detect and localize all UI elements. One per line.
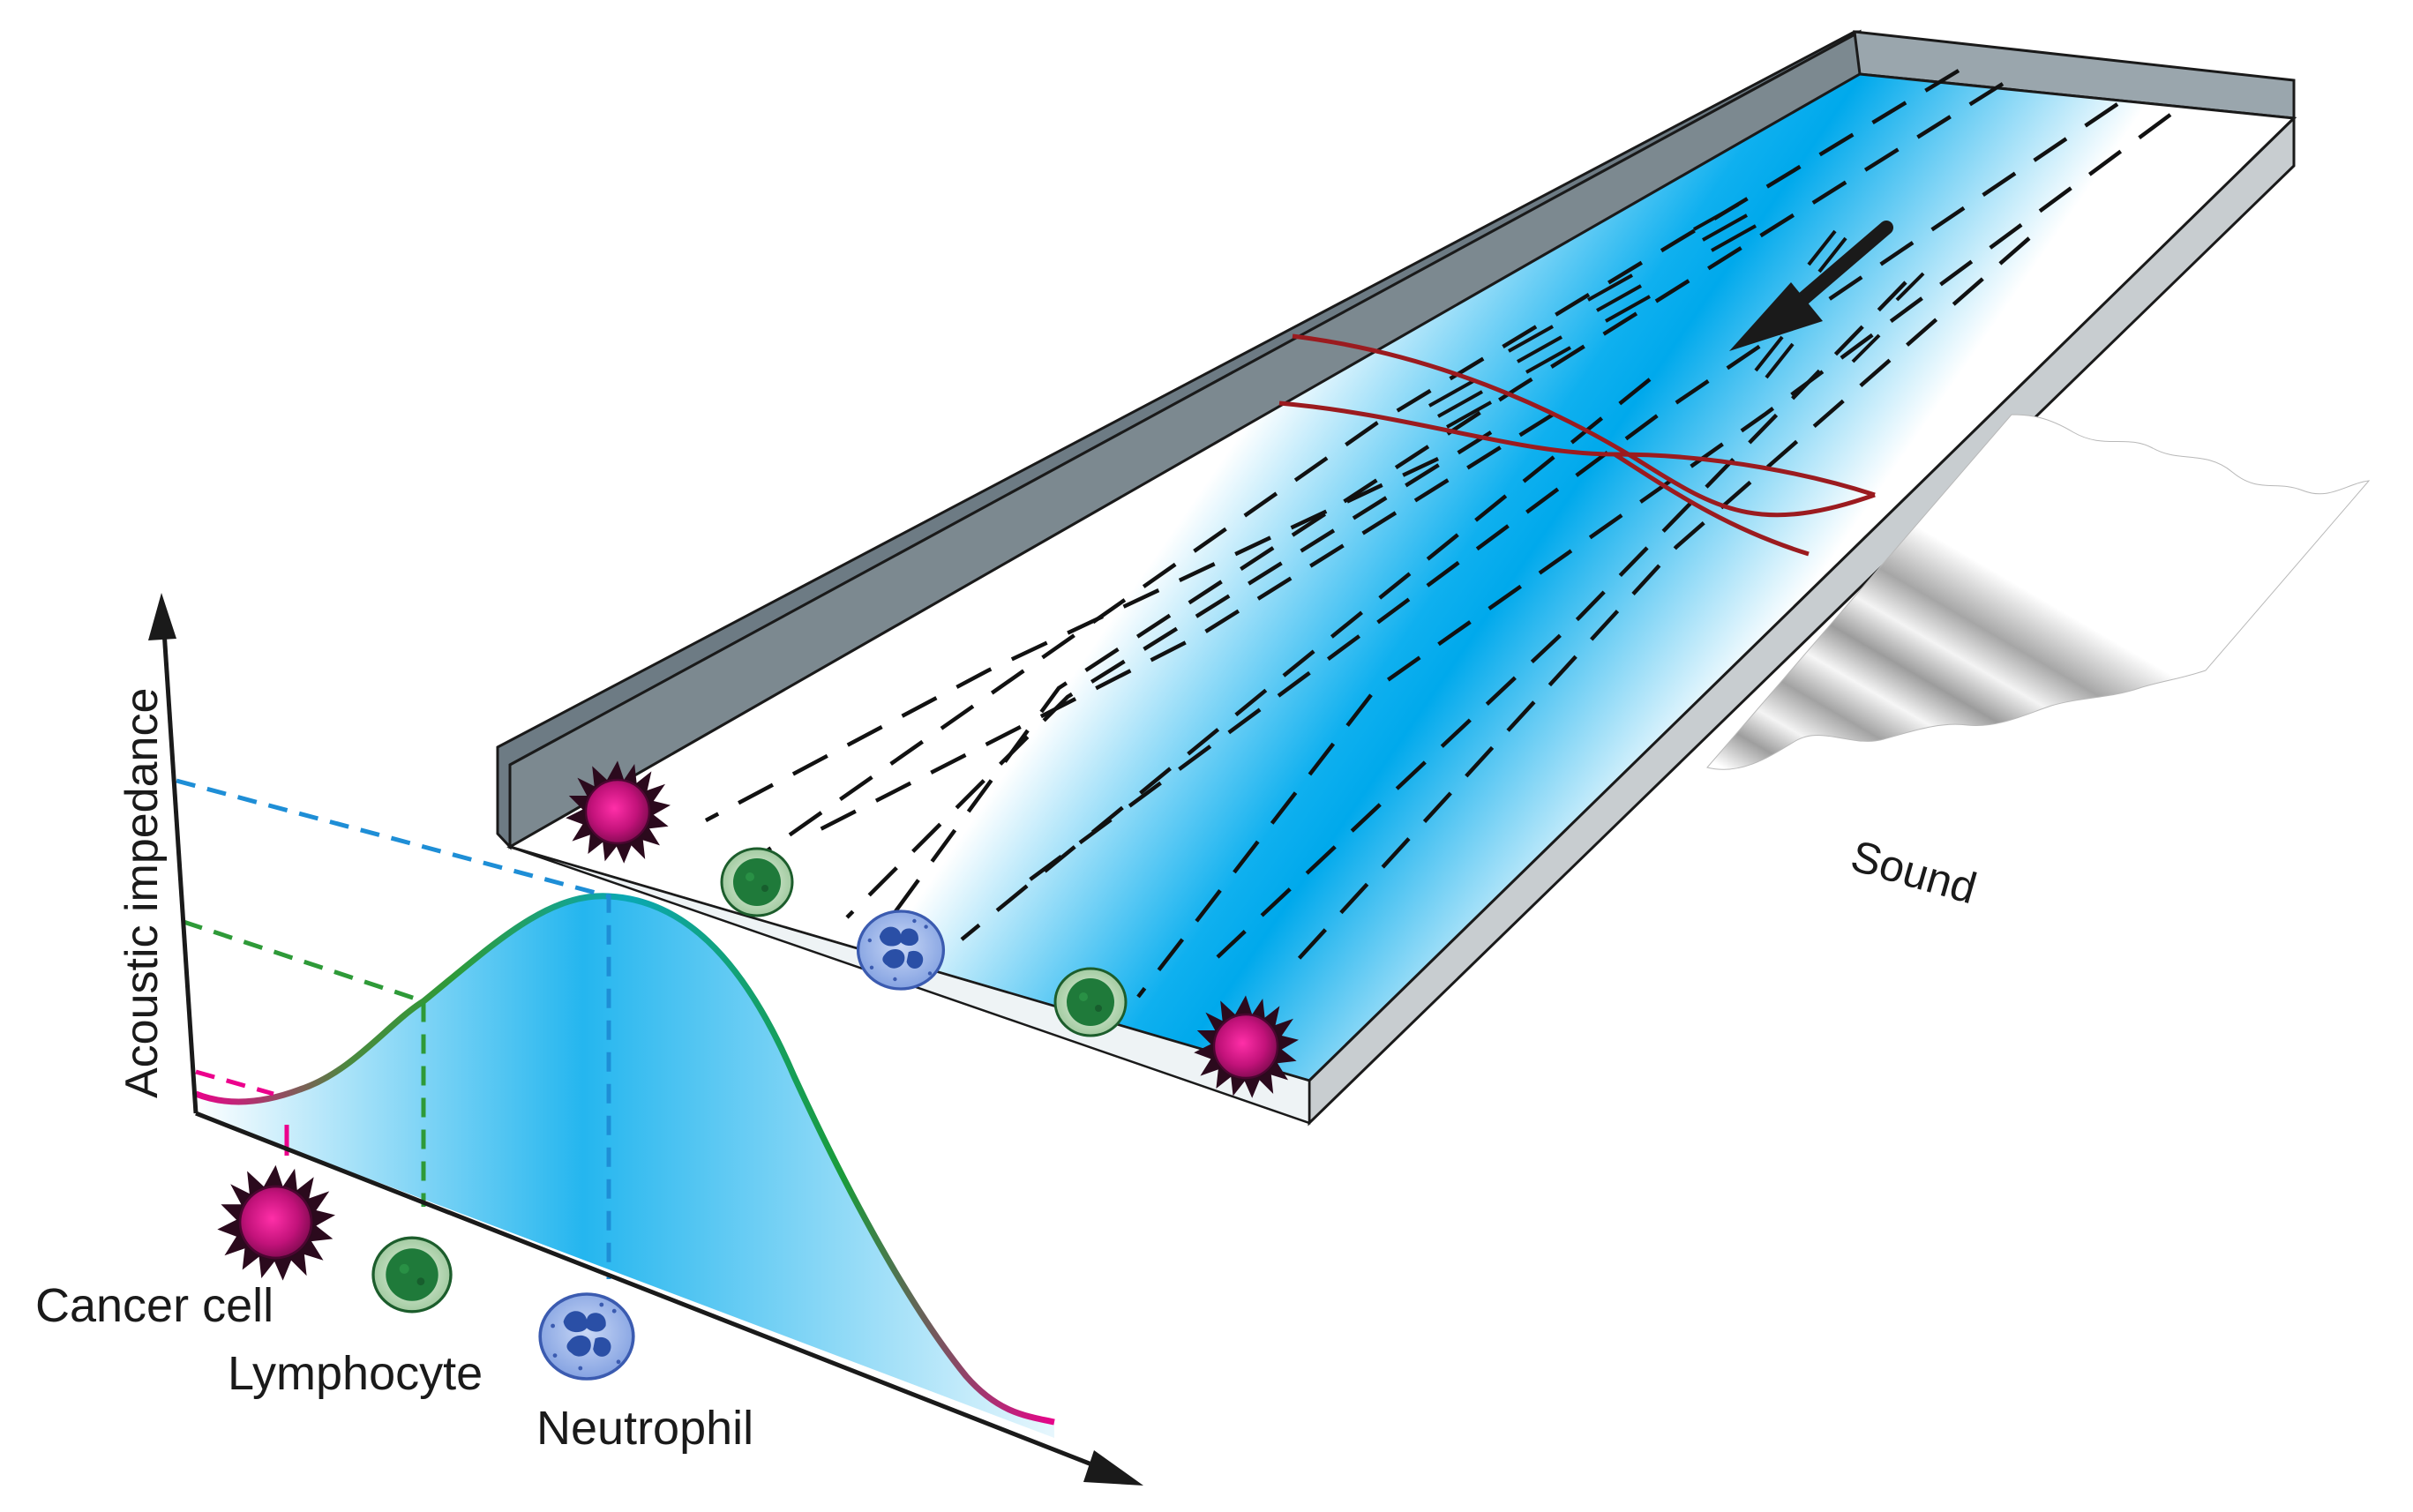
impedance-curve	[194, 893, 1055, 1426]
spiky-cell-icon	[216, 1164, 337, 1283]
cancer-level-line	[195, 1069, 274, 1097]
round-cell-icon	[371, 1236, 453, 1314]
lobed-nucleus-cell-icon	[856, 909, 946, 991]
streamlines	[704, 69, 2172, 999]
y-axis-arrow	[148, 593, 176, 640]
lymphocyte-label: Lymphocyte	[228, 1347, 483, 1400]
neutrophil-level-line	[176, 778, 611, 1279]
lymphocyte-level-line	[183, 919, 426, 1207]
x-axis-arrow	[1083, 1450, 1143, 1486]
acoustic-standing-wave	[1278, 333, 1876, 557]
wave-surface-icon	[1706, 414, 2371, 770]
impedance-plot: Acoustic impedance Cancer cell Lymphocyt…	[35, 593, 1143, 1486]
y-axis-label: Acoustic impedance	[116, 688, 168, 1098]
microfluidic-channel	[496, 29, 2297, 1127]
cancer-cell-label: Cancer cell	[35, 1279, 274, 1332]
neutrophil-label: Neutrophil	[536, 1402, 753, 1455]
round-cell-icon	[720, 847, 794, 917]
x-axis	[195, 1111, 1104, 1471]
streamline-clusters	[1428, 203, 1925, 429]
arrow-icon	[1729, 221, 1893, 351]
sound-label: Sound	[1846, 831, 1982, 914]
impedance-curve-fill	[196, 895, 1054, 1438]
round-cell-icon	[1053, 967, 1128, 1037]
y-axis	[161, 617, 199, 1114]
plot-axes	[148, 593, 1143, 1486]
lobed-nucleus-cell-icon	[538, 1292, 635, 1381]
